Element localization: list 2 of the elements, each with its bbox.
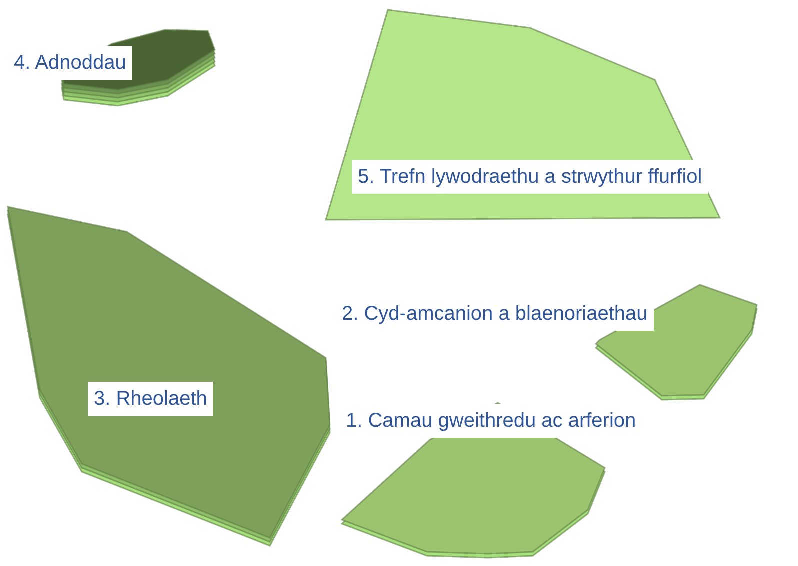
plate-label: 5. Trefn lywodraethu a strwythur ffurfiol [352, 160, 708, 194]
plate-label: 3. Rheolaeth [88, 382, 214, 416]
